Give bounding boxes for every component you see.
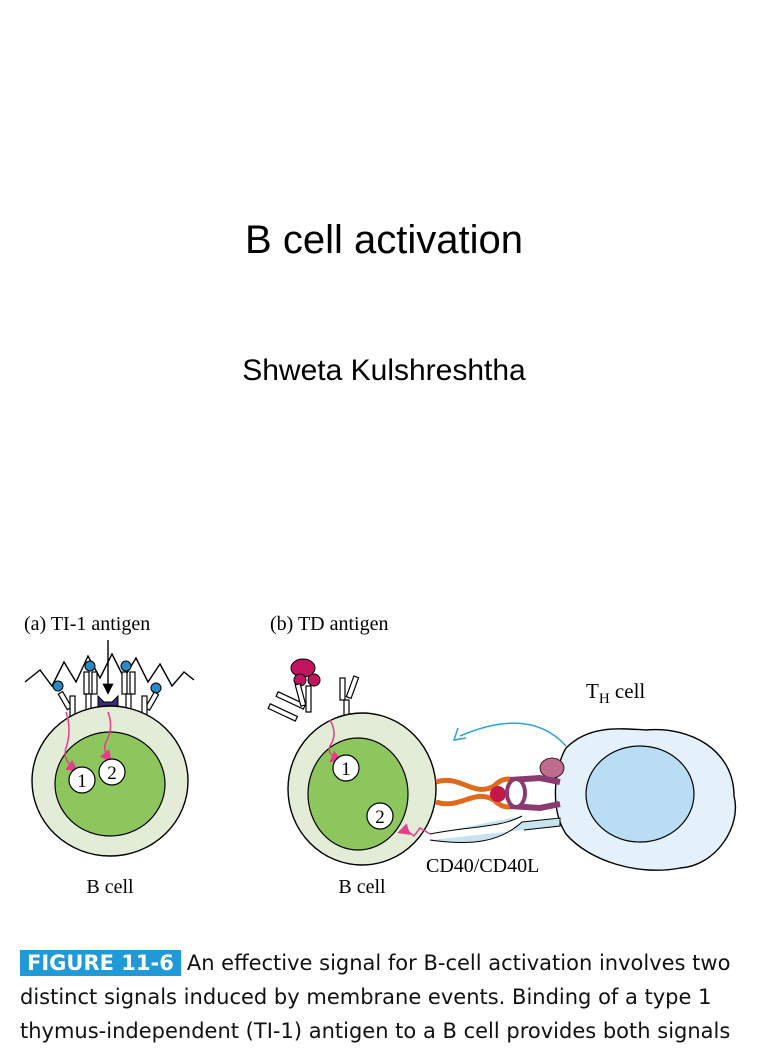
- figure-label-badge: FIGURE 11-6: [20, 950, 181, 976]
- signal-arrow-icon: [99, 711, 112, 763]
- caption-line-3: thymus-independent (TI-1) antigen to a B…: [20, 1019, 731, 1043]
- caption-line-2: distinct signals induced by membrane eve…: [20, 985, 712, 1009]
- panel-a-label: (a) TI-1 antigen: [24, 613, 150, 635]
- signal-1-label: 1: [341, 759, 351, 780]
- cytokine-arrow-icon: [459, 722, 567, 747]
- panel-b-label: (b) TD antigen: [270, 613, 389, 635]
- signal-1-marker: [68, 766, 96, 794]
- slide-author: Shweta Kulshreshtha: [242, 354, 526, 387]
- signal-2-label: 2: [107, 763, 117, 784]
- epitope-icon: [84, 660, 96, 672]
- b-cell-b-nucleus: [307, 737, 409, 851]
- signal-arrow-icon: [64, 711, 79, 772]
- epitope-icon: [120, 660, 132, 672]
- mhc-tcr-complex-icon: [435, 774, 561, 812]
- td-antigen-icon: [290, 658, 321, 687]
- caption-line-1: An effective signal for B-cell activatio…: [186, 951, 731, 975]
- signal-2-marker: [366, 802, 394, 830]
- figure-11-6: (a) TI-1 antigen 1 2 B cell (b) TD antig…: [24, 613, 737, 898]
- panel-a-cell-label: B cell: [86, 876, 134, 898]
- signal-arrow-icon: [328, 719, 343, 762]
- th-cell-nucleus: [585, 745, 695, 843]
- panel-b-cell-label: B cell: [338, 876, 386, 898]
- signal-arrow-icon: [397, 823, 431, 838]
- signal-2-label: 2: [375, 807, 385, 828]
- signal-1-label: 1: [77, 771, 87, 792]
- cytokine-icon: [539, 757, 565, 779]
- cd40-cd40l-icon: [429, 815, 561, 844]
- epitope-icon: [150, 682, 162, 694]
- th-cell-label: TH cell: [586, 679, 645, 707]
- slide-title: B cell activation: [245, 218, 523, 262]
- signal-2-marker: [98, 758, 126, 786]
- bcr-antibody-icon: [267, 675, 360, 722]
- ti1-antigen-zigzag-icon: [24, 652, 195, 688]
- signal-1-marker: [332, 754, 360, 782]
- cd40-label: CD40/CD40L: [426, 855, 539, 877]
- epitope-icon: [52, 680, 64, 692]
